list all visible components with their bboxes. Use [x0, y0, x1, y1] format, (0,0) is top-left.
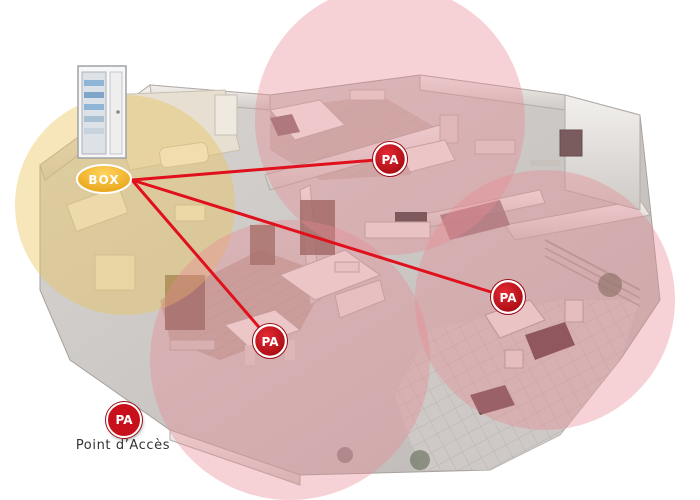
bedroom	[269, 89, 583, 173]
link-box-to-pa-3	[130, 178, 272, 342]
coverage-zone-pa-1	[255, 0, 525, 255]
box-label: BOX	[88, 173, 119, 187]
terrace-furniture	[337, 239, 641, 470]
link-box-to-pa-2	[130, 178, 509, 299]
coverage-zone-pa-2	[415, 170, 675, 430]
network-cabinet-icon	[77, 65, 127, 159]
access-point-3[interactable]: PA	[252, 323, 288, 359]
legend: PA Point d’Accès	[68, 402, 178, 462]
access-point-3-label: PA	[262, 335, 280, 349]
wall-8	[564, 94, 641, 211]
access-point-1[interactable]: PA	[372, 141, 408, 177]
wifi-links	[130, 157, 509, 342]
coverage-zone-pa-3	[150, 220, 430, 500]
access-point-2[interactable]: PA	[490, 279, 526, 315]
access-point-1-label: PA	[382, 153, 400, 167]
terrace	[395, 300, 640, 470]
wall-5	[504, 199, 651, 241]
bathroom	[66, 89, 241, 291]
living-room	[165, 200, 510, 330]
box-badge[interactable]: BOX	[76, 164, 132, 194]
access-point-2-label: PA	[500, 291, 518, 305]
link-box-to-pa-1	[130, 157, 390, 182]
box-coverage-zone	[15, 95, 235, 315]
legend-access-point-icon: PA	[106, 402, 142, 438]
wall-9	[169, 429, 301, 486]
coverage-zones	[15, 0, 675, 500]
legend-label: Point d’Accès	[75, 438, 171, 453]
